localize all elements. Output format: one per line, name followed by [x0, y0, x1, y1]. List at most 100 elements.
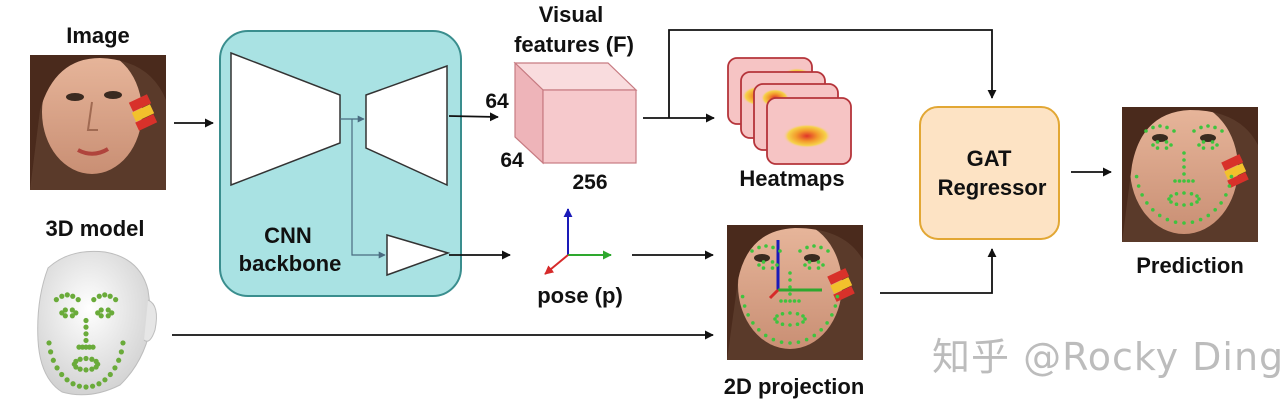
landmark-dot [1210, 146, 1215, 150]
landmark-dot [763, 333, 768, 338]
landmark-dot [775, 263, 779, 267]
landmark-dot [1145, 201, 1149, 205]
landmark-dot [1157, 213, 1162, 218]
landmark-dot [1182, 151, 1186, 155]
watermark: 知乎 @Rocky Ding [932, 335, 1285, 379]
landmark-dot [1140, 193, 1144, 197]
landmark-dot [83, 367, 89, 373]
landmark-dot [761, 266, 766, 270]
landmark-dot [757, 245, 761, 250]
landmark-dot [825, 321, 829, 325]
landmark-dot [742, 304, 747, 308]
landmark-dot [1151, 125, 1155, 130]
landmark-dot [792, 299, 797, 303]
landmark-dot [826, 249, 830, 253]
landmark-dot [98, 307, 104, 313]
landmark-dot [798, 249, 802, 253]
arrow-projection-to-gat [880, 248, 997, 294]
landmark-dot [1198, 217, 1203, 222]
gat-label-line2: Regressor [938, 175, 1047, 200]
landmark-dot [1164, 140, 1169, 144]
landmark-dot [751, 321, 755, 325]
image-label: Image [66, 23, 130, 48]
landmark-dot [1165, 217, 1170, 222]
landmark-dot [803, 263, 807, 267]
landmark-dot [1174, 192, 1179, 196]
landmark-dot [46, 340, 52, 346]
landmark-dot [77, 356, 83, 362]
landmark-dot [50, 357, 56, 363]
landmark-dot [780, 312, 785, 316]
landmark-dot [54, 365, 60, 371]
landmark-dot [812, 244, 816, 248]
landmark-dot [1167, 197, 1171, 201]
landmark-dot [830, 313, 834, 317]
landmark-dot [1197, 143, 1201, 147]
landmark-dot [77, 366, 83, 372]
cnn-label-line1: CNN [264, 223, 312, 248]
landmark-dot [788, 271, 792, 275]
landmark-dot [109, 310, 115, 316]
landmark-dot [62, 307, 68, 313]
landmark-dot [83, 317, 89, 324]
landmark-dot [812, 333, 817, 338]
landmark-dot [1134, 174, 1139, 179]
landmark-dot [118, 349, 124, 355]
landmark-dot [1190, 220, 1195, 224]
landmark-dot [59, 293, 65, 299]
landmark-dot [102, 292, 108, 298]
landmark-dot [1172, 129, 1176, 133]
dim-64-top: 64 [485, 90, 509, 113]
landmark-dot [107, 293, 113, 299]
landmark-dot [1199, 125, 1203, 130]
landmark-dot [70, 293, 76, 299]
cnn-backbone-block: CNN backbone [219, 30, 462, 297]
landmark-dot [779, 299, 783, 303]
landmark-dot [1189, 202, 1194, 206]
arrow-cnn-to-features [448, 112, 499, 122]
landmark-dot [788, 323, 792, 327]
landmark-dot [1173, 179, 1177, 183]
landmark-dot [113, 297, 119, 303]
landmark-dot [788, 285, 792, 289]
cnn-label-line2: backbone [239, 251, 342, 276]
landmark-dot [64, 292, 70, 298]
landmark-dot [1215, 143, 1219, 147]
landmark-dot [801, 320, 805, 324]
landmark-dot [105, 307, 111, 313]
landmark-dot [821, 263, 825, 267]
landmark-dot [1201, 140, 1206, 144]
landmark-dot [75, 297, 81, 303]
landmark-dot [1191, 179, 1195, 183]
pose-label: pose (p) [537, 283, 623, 308]
landmark-dot [764, 244, 768, 248]
landmark-dot [83, 384, 89, 390]
landmark-dot [778, 249, 782, 253]
landmark-dot [89, 356, 95, 362]
landmark-dot [1189, 192, 1194, 196]
landmark-dot [1210, 140, 1215, 144]
landmark-dot [1151, 208, 1155, 212]
landmark-dot [1197, 197, 1201, 201]
landmark-dot [795, 322, 800, 326]
landmark-dot [105, 313, 111, 319]
landmark-dot [1206, 213, 1211, 218]
landmark-dot [1165, 125, 1169, 130]
landmark-dot [1195, 194, 1199, 198]
landmark-dot [70, 381, 76, 387]
landmark-dot [98, 313, 104, 319]
landmark-dot [819, 245, 823, 250]
dim-256: 256 [572, 171, 607, 194]
landmark-dot [1164, 146, 1169, 150]
landmark-dot [1169, 143, 1173, 147]
landmark-dot [1195, 200, 1199, 204]
landmark-dot [801, 314, 805, 318]
landmark-dot [1158, 124, 1162, 128]
landmark-dot [1213, 208, 1217, 212]
landmark-dot [73, 358, 79, 364]
landmark-dot [775, 314, 779, 318]
landmark-dot [1227, 184, 1232, 188]
flow-arrows [172, 29, 1112, 340]
heatmaps-label: Heatmaps [739, 166, 844, 191]
landmark-dot [96, 293, 102, 299]
